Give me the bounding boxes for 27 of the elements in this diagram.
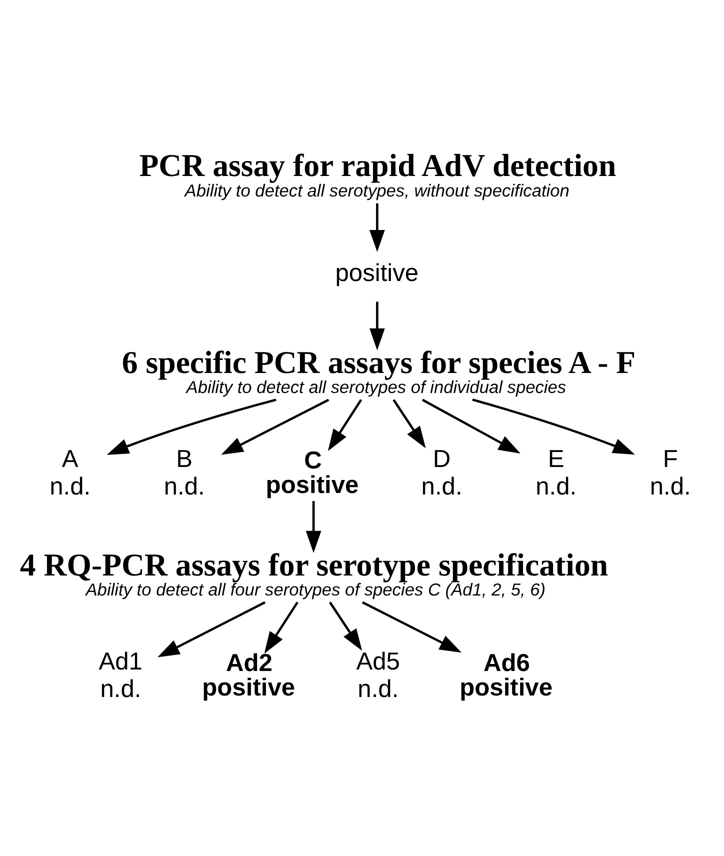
node-text: Ad2 positive [202, 649, 296, 702]
arrow [158, 600, 266, 657]
arrow [329, 601, 362, 650]
arrow [369, 301, 385, 350]
node-text: Ad1 n.d. [98, 648, 142, 702]
node-text: 6 specific PCR assays for species A - F Ability to detect all serotypes of individual species [122, 344, 636, 397]
arrow [106, 398, 276, 454]
node-text: E n.d. [536, 445, 577, 500]
node-text: D n.d. [421, 445, 462, 500]
arrow [264, 601, 298, 654]
arrow [328, 398, 362, 451]
node-text: Ad6 positive [460, 649, 553, 702]
node-text: F n.d. [650, 445, 691, 500]
node-text: positive [335, 260, 419, 287]
arrow [362, 600, 462, 652]
node-text: Ad5 n.d. [356, 648, 400, 702]
node-text: C positive [266, 446, 359, 499]
node-text: B n.d. [164, 445, 205, 500]
arrow [369, 202, 385, 252]
arrow [392, 398, 426, 448]
arrow [306, 500, 322, 552]
arrow [472, 398, 635, 454]
node-text: 4 RQ-PCR assays for serotype specification Ability to detect all four serotypes of species C (Ad1, 2, 5, 6) [20, 546, 608, 600]
node-text: PCR assay for rapid AdV detection Ability to detect all serotypes, without specification [139, 148, 616, 200]
arrow [221, 398, 330, 454]
node-text: A n.d. [50, 445, 91, 500]
arrow [422, 398, 520, 454]
